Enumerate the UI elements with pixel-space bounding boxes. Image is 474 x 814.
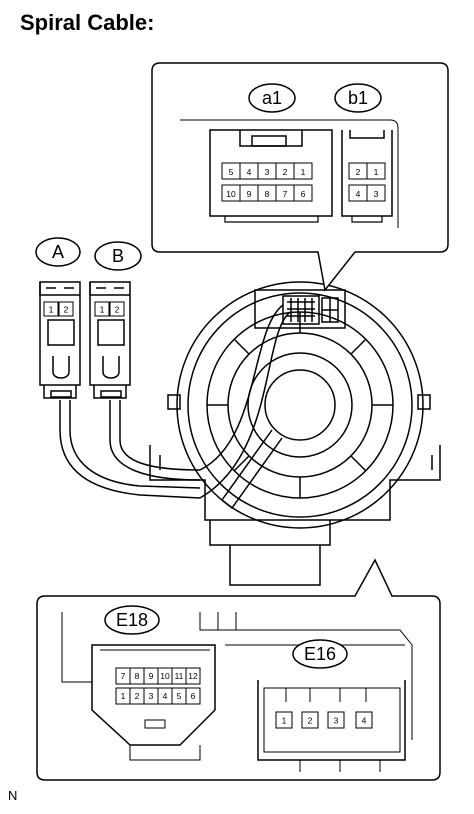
label-oval-a1 [248,83,296,113]
a1-pin: 2 [283,167,288,177]
b-pin: 1 [100,305,105,315]
e18-pin: 11 [175,671,184,681]
label-oval-e18 [104,605,160,635]
e18-pin: 3 [149,691,154,701]
e18-pin: 2 [135,691,140,701]
b-pin: 2 [115,305,120,315]
label-a1: a1 [262,88,282,108]
e18-pin: 7 [121,671,126,681]
callout-box-e18-e16 [36,558,441,781]
e18-pin: 4 [163,691,168,701]
e18-pin: 8 [135,671,140,681]
e16-pin: 1 [282,716,287,726]
connector-b [89,281,131,399]
connector-labels: a1 b1 A B E18 E16 [35,83,382,669]
b1-pin: 2 [356,167,361,177]
e18-pin: 9 [149,671,154,681]
label-e18: E18 [116,610,148,630]
e16-pin: 4 [362,716,367,726]
b1-pin: 3 [374,189,379,199]
a1-pin: 1 [301,167,306,177]
b1-pin: 1 [374,167,379,177]
e18-pin: 10 [160,671,170,681]
spiral-cable-body [149,281,441,586]
label-e16: E16 [304,644,336,664]
corner-mark: N [8,788,18,803]
a1-pin: 6 [301,189,306,199]
a1-pin: 10 [226,189,236,199]
label-b: B [112,246,124,266]
a1-pin: 5 [229,167,234,177]
label-a: A [52,242,64,262]
a-pin: 1 [49,305,54,315]
e16-pin: 2 [308,716,313,726]
e16-pin: 3 [334,716,339,726]
e18-pin: 5 [177,691,182,701]
a1-pin: 8 [265,189,270,199]
b1-pin: 4 [356,189,361,199]
connector-a [39,281,81,399]
a1-pin: 9 [247,189,252,199]
e18-pin: 1 [121,691,126,701]
a1-pin: 4 [247,167,252,177]
harness-wires [59,304,291,499]
e18-pin: 6 [191,691,196,701]
label-oval-b1 [334,83,382,113]
e18-pin: 12 [188,671,198,681]
a1-pin: 7 [283,189,288,199]
pin-grids: 5 4 3 2 1 10 9 8 7 6 2 1 4 3 1 2 1 2 [43,162,386,729]
label-b1: b1 [348,88,368,108]
a-pin: 2 [64,305,69,315]
label-oval-e16 [292,639,348,669]
label-oval-b [94,241,142,271]
a1-pin: 3 [265,167,270,177]
page-title: Spiral Cable: [20,10,155,35]
label-oval-a [35,237,81,267]
